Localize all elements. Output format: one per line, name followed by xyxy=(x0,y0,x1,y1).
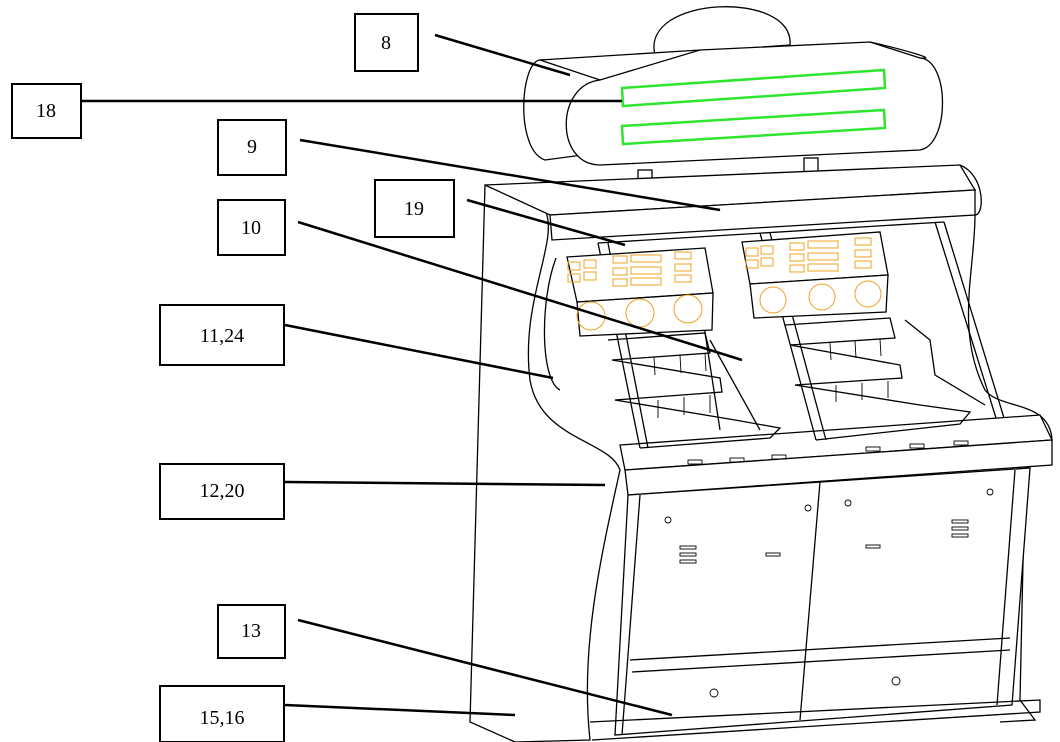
label-8-box: 8 xyxy=(354,13,419,72)
leader-12-20 xyxy=(284,480,606,487)
label-10-box: 10 xyxy=(217,199,286,256)
leader-13 xyxy=(297,618,673,717)
station-left xyxy=(566,247,782,449)
label-18-box: 18 xyxy=(11,83,82,139)
label-12-20: 12,20 xyxy=(200,480,245,502)
cabinet-body xyxy=(469,164,1054,742)
label-9: 9 xyxy=(247,136,257,158)
leader-19 xyxy=(466,198,626,247)
leader-15-16 xyxy=(284,703,516,717)
label-18: 18 xyxy=(36,100,56,122)
station-right xyxy=(741,231,986,441)
label-13-box: 13 xyxy=(217,604,286,659)
label-11-24: 11,24 xyxy=(200,325,244,347)
leader-lines xyxy=(82,33,743,717)
label-15-16: 15,16 xyxy=(200,707,245,729)
console-details xyxy=(664,440,994,698)
label-10: 10 xyxy=(241,217,261,239)
leader-11-24 xyxy=(284,323,554,380)
sign-strip-upper xyxy=(620,68,887,108)
label-11-24-box: 11,24 xyxy=(159,304,285,366)
label-19-box: 19 xyxy=(374,179,455,238)
label-19: 19 xyxy=(404,198,424,220)
label-12-20-box: 12,20 xyxy=(159,463,285,520)
leader-9 xyxy=(299,138,721,212)
label-8: 8 xyxy=(381,32,391,54)
label-13: 13 xyxy=(241,620,261,642)
label-15-16-box: 15,16 xyxy=(159,685,285,742)
label-9-box: 9 xyxy=(217,119,287,176)
top-sign xyxy=(523,6,944,193)
leader-8 xyxy=(434,33,571,77)
leader-10 xyxy=(297,220,743,362)
sign-strip-lower xyxy=(620,108,887,146)
